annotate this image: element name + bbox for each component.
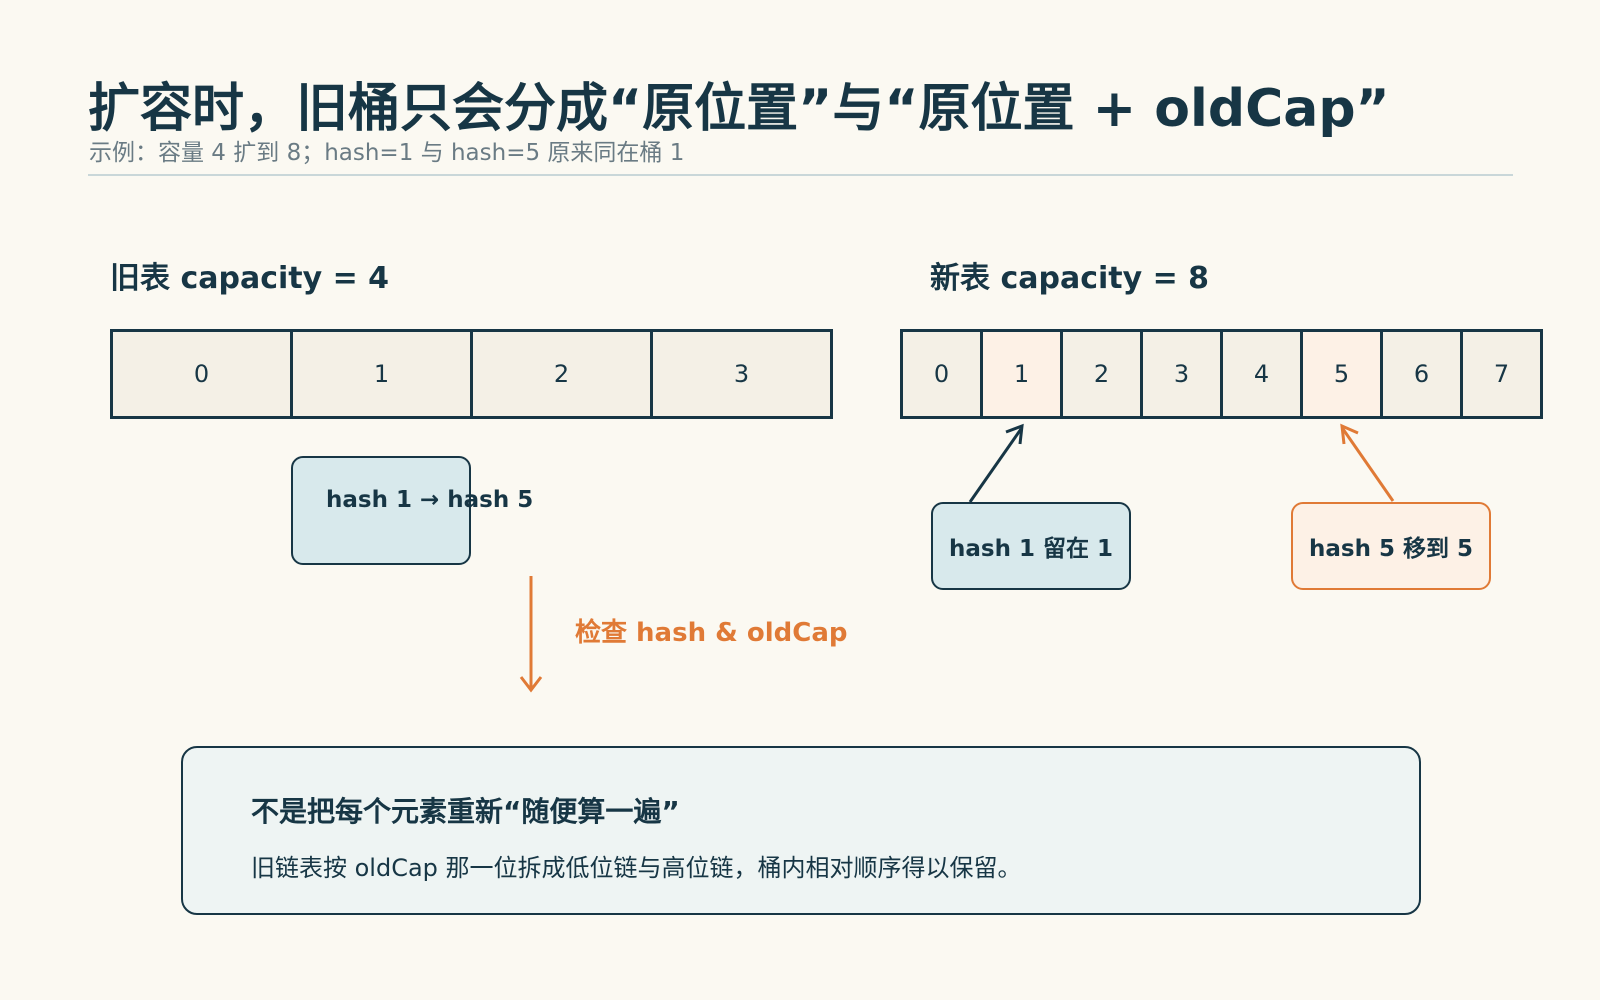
old-bucket-0: 0 (110, 329, 293, 419)
old-table-label: 旧表 capacity = 4 (110, 261, 390, 296)
old-bucket-2: 2 (470, 329, 653, 419)
old-bucket-entry-chip: hash 1 → hash 5 (291, 456, 533, 565)
old-bucket-3: 3 (650, 329, 833, 419)
new-bucket-7: 7 (1460, 329, 1543, 419)
new-table-label: 新表 capacity = 8 (930, 261, 1210, 296)
move-arrow (1340, 423, 1395, 502)
old-table: 0 1 2 3 (110, 329, 833, 419)
page-subtitle: 示例：容量 4 扩到 8；hash=1 与 hash=5 原来同在桶 1 (89, 140, 685, 166)
stay-chip: hash 1 留在 1 (931, 502, 1131, 590)
stay-arrow (968, 423, 1024, 503)
note-title: 不是把每个元素重新“随便算一遍” (251, 795, 680, 828)
check-hash-oldcap-label: 检查 hash & oldCap (575, 618, 848, 648)
old-bucket-entry-label: hash 1 → hash 5 (326, 487, 534, 513)
new-table: 0 1 2 3 4 5 6 7 (900, 329, 1543, 419)
page-title: 扩容时，旧桶只会分成“原位置”与“原位置 + oldCap” (88, 79, 1390, 139)
note-body: 旧链表按 oldCap 那一位拆成低位链与高位链，桶内相对顺序得以保留。 (251, 854, 1022, 882)
title-divider (88, 174, 1513, 176)
down-arrow (519, 576, 543, 693)
new-bucket-3: 3 (1140, 329, 1223, 419)
explanation-note: 不是把每个元素重新“随便算一遍” 旧链表按 oldCap 那一位拆成低位链与高位… (181, 746, 1421, 915)
new-bucket-0: 0 (900, 329, 983, 419)
new-bucket-6: 6 (1380, 329, 1463, 419)
move-chip: hash 5 移到 5 (1291, 502, 1491, 590)
